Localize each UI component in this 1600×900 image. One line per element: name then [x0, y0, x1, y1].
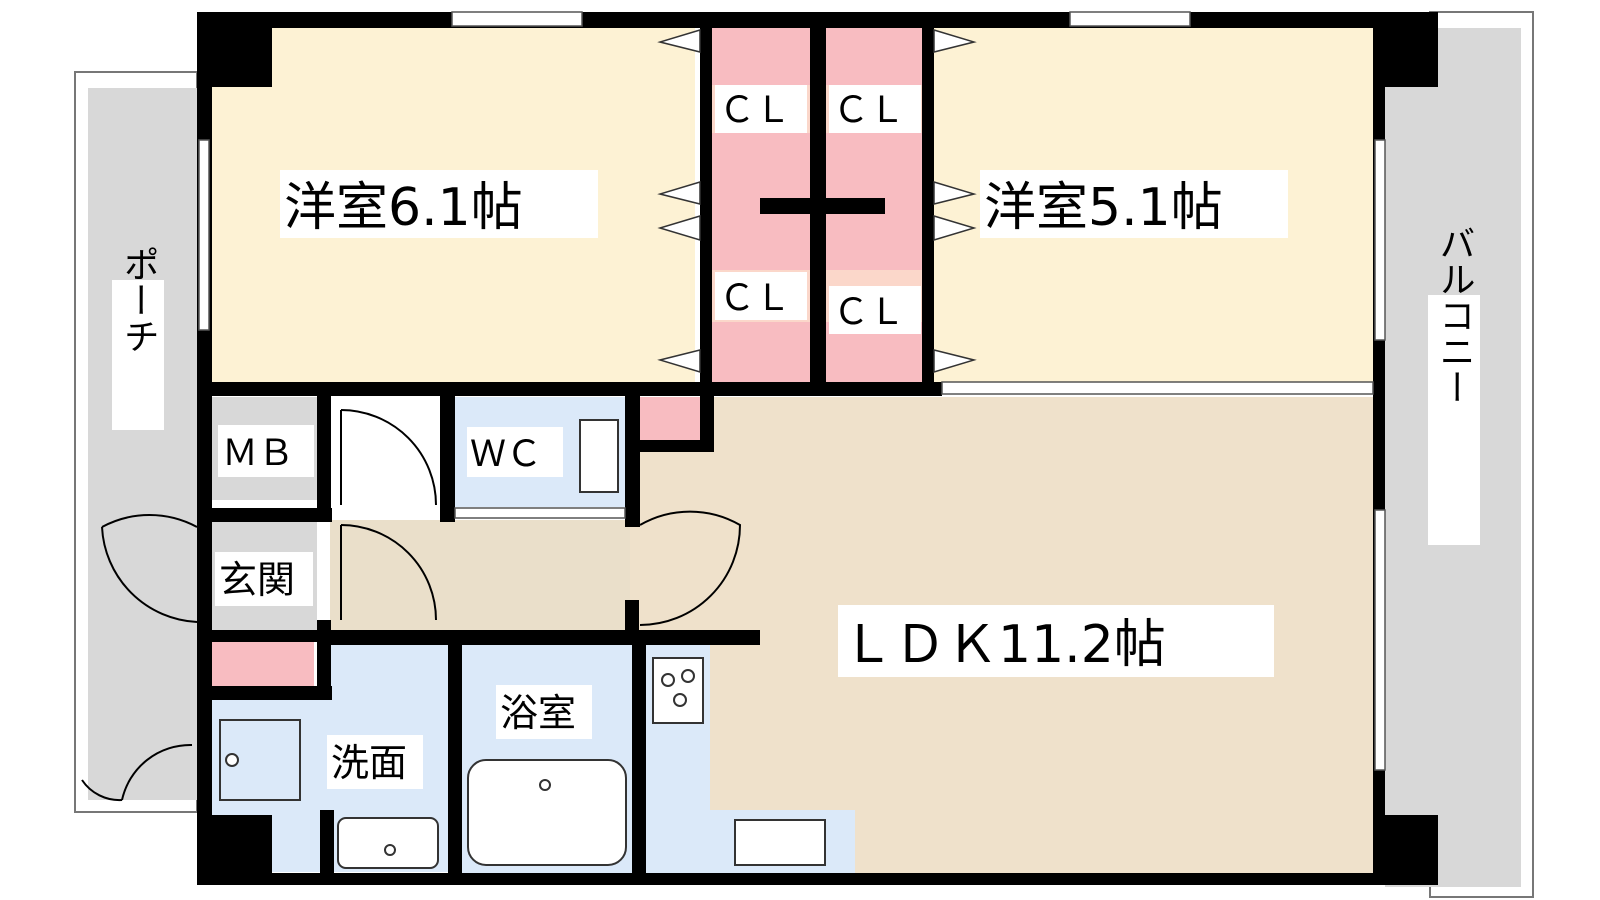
porch-area	[74, 71, 198, 813]
label-meter-box: ＭＢ	[222, 433, 294, 474]
closet-labels: ＣＬ ＣＬ ＣＬ ＣＬ	[715, 85, 921, 334]
storage-hall	[640, 397, 700, 442]
stove	[652, 657, 704, 724]
label-porch: ポーチ	[118, 246, 159, 354]
label-cl-bottom-left: ＣＬ	[719, 278, 791, 319]
label-bathroom: 浴室	[500, 691, 576, 735]
hallway-floor	[330, 520, 630, 632]
doors	[81, 409, 742, 802]
washroom-upper-floor	[330, 645, 455, 700]
label-western-room-right: 洋室5.1帖	[984, 178, 1223, 238]
wash-basin	[337, 817, 439, 869]
hallway-lower-floor	[330, 395, 440, 520]
label-cl-top-left: ＣＬ	[719, 90, 791, 131]
label-cl-top-right: ＣＬ	[833, 90, 905, 131]
kitchen-sink	[734, 819, 826, 866]
label-balcony: バルコニー	[1434, 225, 1475, 405]
label-ldk: ＬＤＫ11.2帖	[842, 615, 1166, 675]
label-entrance: 玄関	[219, 558, 295, 602]
toilet	[579, 419, 619, 493]
label-wc: ＷＣ	[470, 434, 542, 475]
fixtures	[219, 419, 826, 869]
washing-machine	[219, 719, 301, 801]
label-western-room-left: 洋室6.1帖	[284, 178, 523, 238]
storage-shoe	[212, 642, 314, 687]
label-washroom: 洗面	[331, 741, 407, 785]
bathtub	[467, 759, 627, 866]
label-cl-bottom-right: ＣＬ	[833, 292, 905, 333]
room-labels: 洋室6.1帖 洋室5.1帖 ＬＤＫ11.2帖 玄関 洗面 浴室 ＷＣ ＭＢ	[215, 170, 1288, 789]
closet-doors	[657, 28, 977, 374]
outdoor-labels: ポーチ バルコニー	[112, 225, 1480, 545]
windows	[198, 11, 1386, 771]
